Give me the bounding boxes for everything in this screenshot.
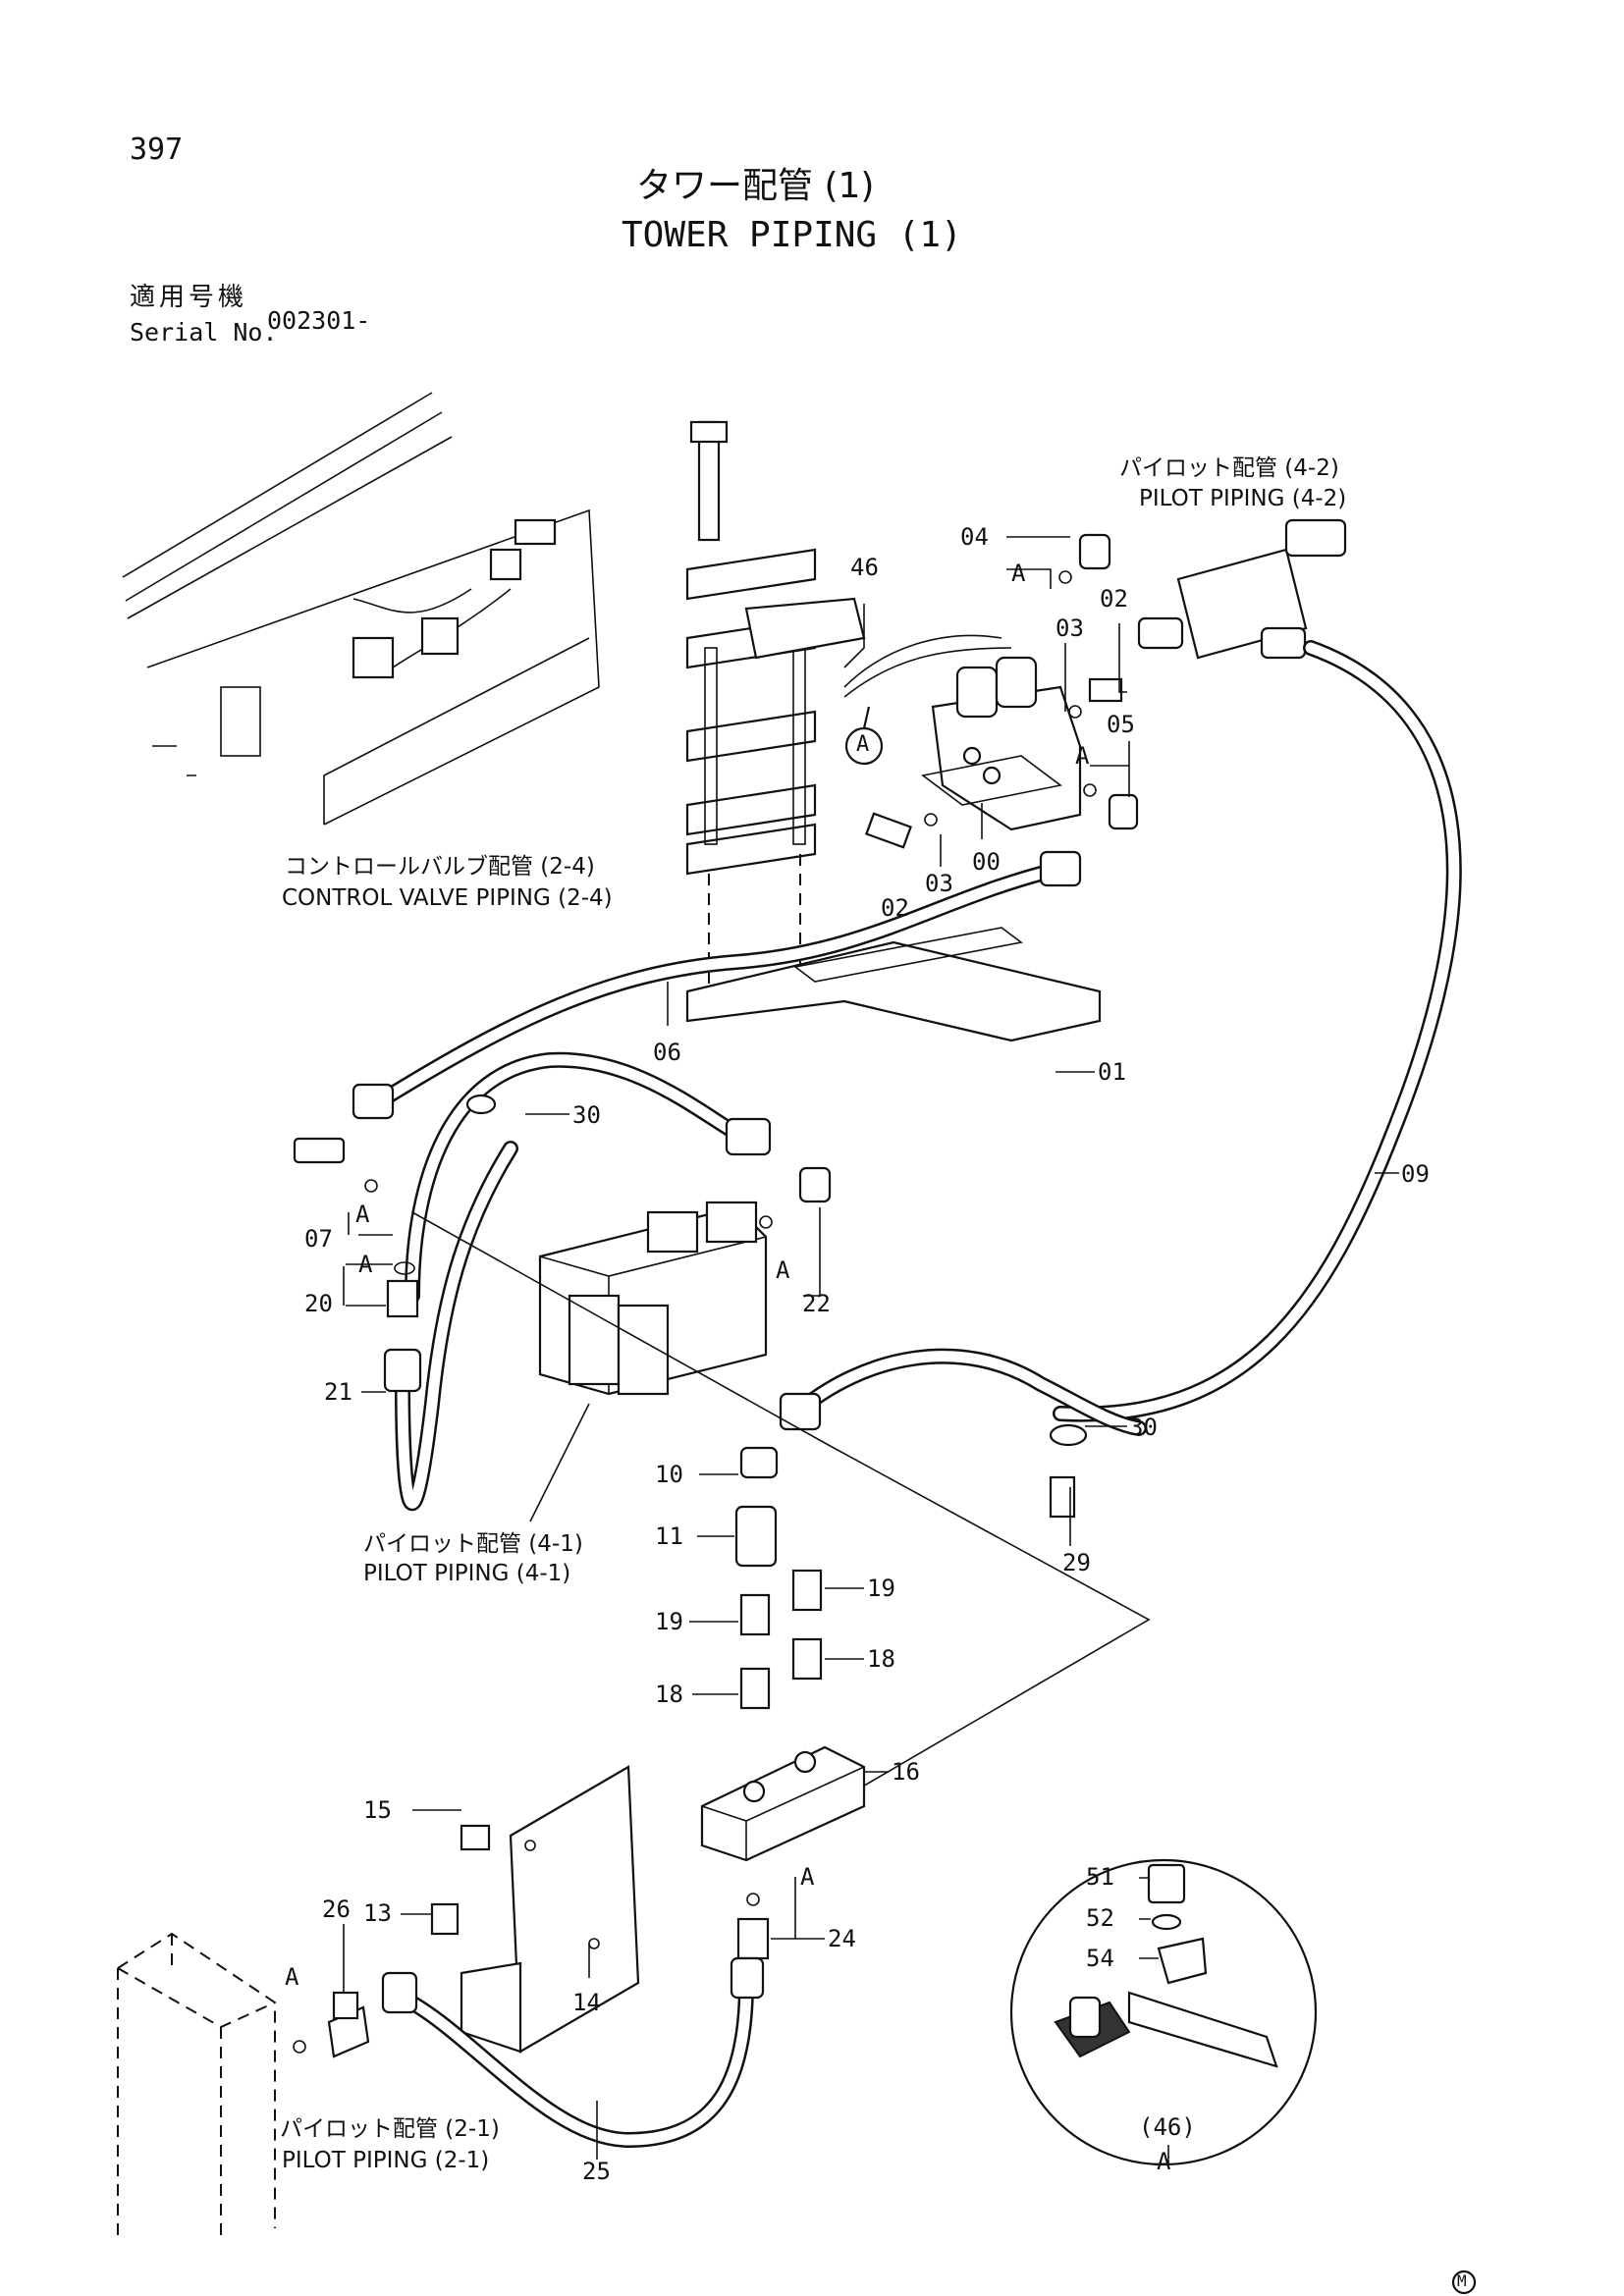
adapter-11	[734, 1505, 778, 1568]
part-label-22: 22	[802, 1290, 831, 1317]
detail-ref-46: (46)	[1139, 2113, 1196, 2141]
hose-21	[383, 1141, 518, 1512]
fitting-02-left	[865, 812, 912, 849]
hose-09	[1053, 640, 1462, 1422]
caption-pilot-4-1-jp: パイロット配管 (4-1)	[363, 1531, 583, 1557]
part-label-04: 04	[960, 523, 989, 551]
tower-base-plate	[685, 940, 1102, 1042]
marker-a-04: A	[1011, 560, 1026, 587]
caption-pilot-4-2-jp: パイロット配管 (4-2)	[1119, 455, 1339, 481]
serial-label-jp: 適用号機	[130, 283, 248, 312]
caption-pilot-2-1-en: PILOT PIPING (2-1)	[282, 2148, 490, 2173]
part-label-09: 09	[1401, 1160, 1430, 1188]
marker-a-24: A	[800, 1863, 815, 1891]
tee-07	[293, 1137, 346, 1164]
nipple-18-right	[791, 1637, 823, 1681]
marker-a-05: A	[1075, 742, 1090, 770]
marker-a-20: A	[358, 1251, 373, 1278]
leader-lines	[343, 536, 1399, 2164]
page-title-en: TOWER PIPING (1)	[622, 215, 962, 255]
part-label-18-left: 18	[655, 1681, 683, 1708]
detail-a	[1009, 1858, 1318, 2166]
pilot-valve-4-1	[411, 1201, 1151, 1827]
part-label-03-left: 03	[925, 870, 953, 897]
nipple-19-left	[739, 1593, 771, 1636]
part-label-46: 46	[850, 554, 879, 581]
page-number: 397	[130, 133, 184, 167]
part-label-00: 00	[972, 848, 1001, 876]
nipple-18-left	[739, 1667, 771, 1710]
caption-pilot-4-1-en: PILOT PIPING (4-1)	[363, 1561, 571, 1586]
part-label-05: 05	[1107, 711, 1135, 738]
hose-06	[352, 850, 1082, 1120]
elbow-22	[798, 1166, 832, 1203]
part-label-15: 15	[363, 1796, 392, 1824]
dashed-housing	[117, 1932, 276, 2238]
elbow-10	[739, 1446, 779, 1479]
fitting-02-right	[1088, 677, 1123, 703]
bolt-13	[430, 1902, 460, 1936]
caption-pilot-4-2-en: PILOT PIPING (4-2)	[1139, 486, 1347, 511]
part-label-02-right: 02	[1100, 585, 1128, 613]
marker-a-07: A	[355, 1201, 370, 1228]
part-label-26: 26	[322, 1896, 351, 1923]
manifold-block-16	[700, 1745, 866, 1862]
caption-control-valve-en: CONTROL VALVE PIPING (2-4)	[282, 885, 613, 911]
part-label-25: 25	[582, 2158, 611, 2185]
bracket-stack	[685, 420, 866, 991]
marker-a-22: A	[776, 1256, 790, 1284]
serial-label-en: Serial No.	[130, 318, 278, 347]
nipple-19-right	[791, 1569, 823, 1612]
adapter-24	[736, 1917, 770, 1960]
hose-upper-left	[405, 1051, 772, 1304]
part-label-24: 24	[828, 1925, 856, 1952]
control-valve-illustration	[122, 392, 600, 826]
serial-value: 002301-	[267, 306, 371, 335]
part-label-06: 06	[653, 1039, 681, 1066]
marker-a-26: A	[285, 1963, 299, 1991]
part-label-20: 20	[304, 1290, 333, 1317]
adapter-20	[386, 1279, 419, 1318]
part-label-19-left: 19	[655, 1608, 683, 1635]
part-label-14: 14	[572, 1989, 601, 2016]
footer-mark-circle	[1451, 2269, 1477, 2295]
part-label-21: 21	[324, 1378, 352, 1406]
detail-view-a: A	[1157, 2148, 1171, 2175]
caption-pilot-2-1-jp: パイロット配管 (2-1)	[280, 2116, 500, 2142]
part-label-01: 01	[1098, 1058, 1126, 1086]
part-label-13: 13	[363, 1899, 392, 1927]
hose-25	[381, 1956, 765, 2149]
elbow-04	[1078, 533, 1111, 570]
elbow-05	[1108, 793, 1139, 830]
part-label-19-right: 19	[867, 1575, 895, 1602]
footer-mark: M	[1457, 2271, 1467, 2290]
solenoid-valve-block	[843, 634, 1082, 831]
part-label-30-upper: 30	[572, 1101, 601, 1129]
part-label-54: 54	[1086, 1945, 1114, 1972]
part-label-16: 16	[892, 1758, 920, 1786]
part-label-10: 10	[655, 1461, 683, 1488]
hose-center	[779, 1348, 1147, 1447]
part-label-52: 52	[1086, 1904, 1114, 1932]
bracket-plate-14	[460, 1765, 640, 2054]
marker-a-circle-label: A	[856, 732, 870, 757]
part-label-30-lower: 30	[1129, 1414, 1158, 1441]
part-label-29: 29	[1062, 1549, 1091, 1576]
part-label-11: 11	[655, 1522, 683, 1550]
part-label-07: 07	[304, 1225, 333, 1253]
pilot-valve-4-2	[1137, 518, 1347, 660]
bolt-15	[460, 1824, 491, 1851]
part-label-03-right: 03	[1056, 614, 1084, 642]
part-label-51: 51	[1086, 1863, 1114, 1891]
part-label-02-left: 02	[881, 894, 909, 922]
page-title-jp: タワー配管 (1)	[636, 166, 875, 206]
part-label-18-right: 18	[867, 1645, 895, 1673]
caption-control-valve-jp: コントロールバルブ配管 (2-4)	[285, 854, 595, 880]
